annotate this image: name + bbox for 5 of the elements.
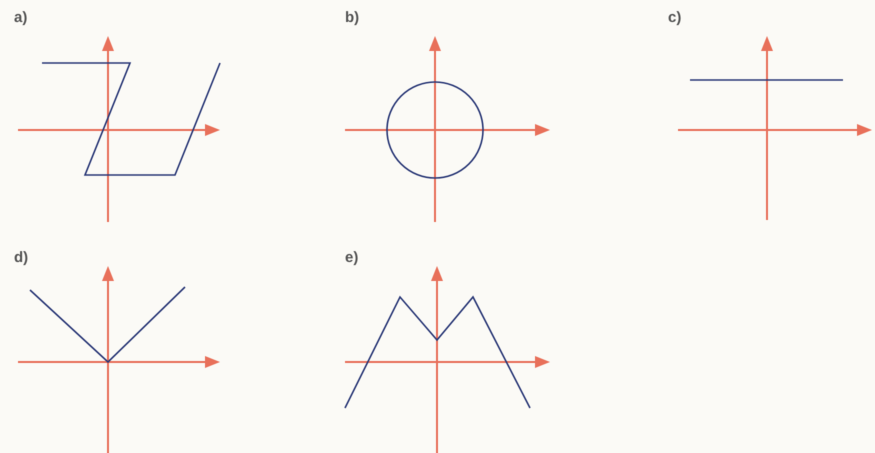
panel-label: a) bbox=[14, 10, 28, 25]
panel-label: e) bbox=[345, 250, 358, 265]
panel-label: b) bbox=[345, 10, 360, 25]
panel-label: d) bbox=[14, 250, 28, 265]
panel-label: c) bbox=[668, 10, 682, 25]
